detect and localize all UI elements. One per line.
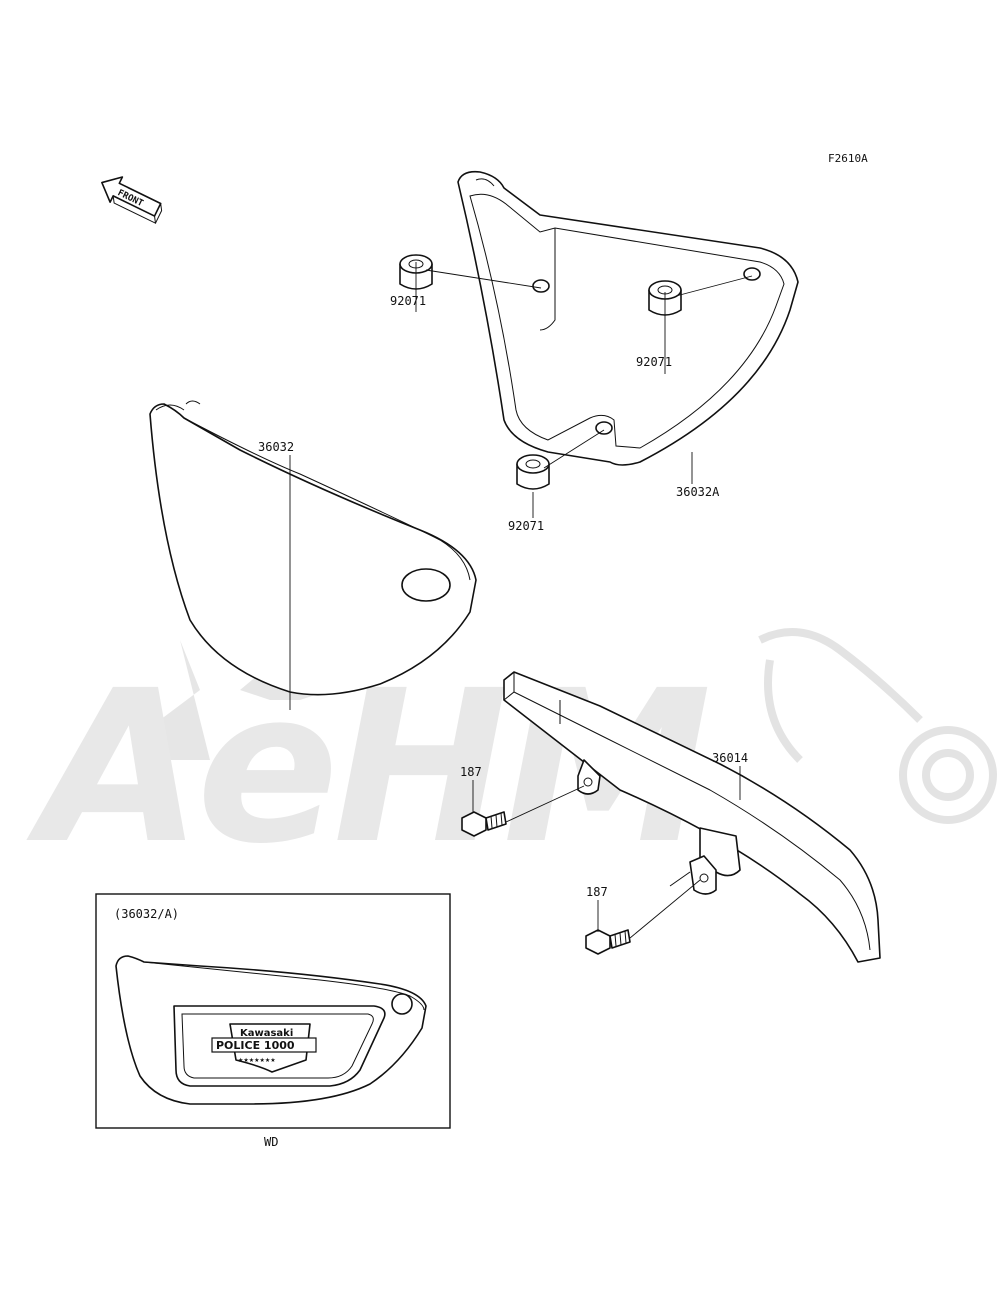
label-92071-a: 92071 xyxy=(390,294,426,308)
side-cover-36032 xyxy=(149,400,477,696)
inset-model-label: WD xyxy=(264,1135,278,1149)
leader-lines xyxy=(289,262,753,939)
bolt-2 xyxy=(585,929,631,955)
label-187-b: 187 xyxy=(586,885,608,899)
label-36032: 36032 xyxy=(258,440,294,454)
inset-box: (36032/A) Kawasaki POLICE 1000 ★★★★★★★ xyxy=(95,893,451,1129)
bolt-1 xyxy=(461,811,507,837)
label-36032a: 36032A xyxy=(676,485,720,499)
emblem-stars: ★★★★★★★ xyxy=(238,1057,276,1064)
label-36014: 36014 xyxy=(712,751,748,765)
label-92071-b: 92071 xyxy=(636,355,672,369)
label-92071-c: 92071 xyxy=(508,519,544,533)
side-cover-36032a xyxy=(457,170,799,466)
emblem-model: POLICE 1000 xyxy=(216,1039,295,1052)
label-187-a: 187 xyxy=(460,765,482,779)
front-arrow-icon: FRONT xyxy=(101,176,163,225)
police-emblem: Kawasaki POLICE 1000 ★★★★★★★ xyxy=(211,1023,317,1073)
emblem-brand: Kawasaki xyxy=(240,1028,293,1039)
chain-cover-36014 xyxy=(503,671,881,963)
grommet-3 xyxy=(516,454,550,490)
figure-code: F2610A xyxy=(828,152,868,165)
inset-caption: (36032/A) xyxy=(114,907,179,921)
